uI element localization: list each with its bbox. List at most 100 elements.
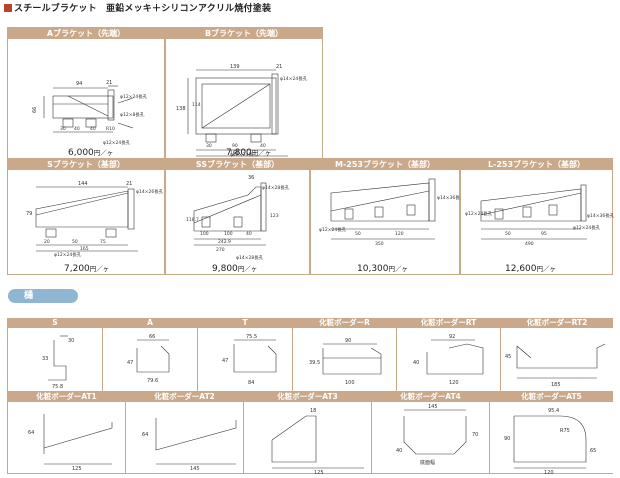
dim: 95.4 [548,408,559,414]
dim-b-hole2: φ12×24長孔 [230,151,258,158]
bracket-l-drawing: φ14×36長孔 φ12×24長孔 φ12×24長孔 50 95 490 [465,184,615,247]
dim-l-b1: 50 [505,231,511,237]
gutter-name: 化粧ボーダーAT5 [490,392,613,402]
dim-b-b3: 40 [260,143,266,149]
dim-l-hole1: φ14×36長孔 [587,212,615,219]
bracket-b-drawing: 139 21 138 114 φ14×24長孔 φ12×24長孔 30 90 4… [176,64,308,158]
dim-ss-bw: 242.9 [218,239,231,245]
dim-l-b2: 95 [541,231,547,237]
dim: 75.5 [246,334,257,340]
dim-a-top: 21 [106,80,112,86]
dim: 64 [28,430,34,436]
gutter-cell-a: A 66 47 79.6 [102,318,197,392]
dim: 47 [127,360,133,366]
dim: 185 [551,382,561,388]
bracket-m-drawing: φ14×36長孔 φ12×24長孔 50 120 350 [319,178,465,247]
bracket-card-m: M-253ブラケット（基部） φ14×36長孔 φ12×24長孔 50 120 … [310,158,465,275]
dim-a-height: 66 [32,107,38,113]
dim-m-hole1: φ14×36長孔 [437,194,465,201]
dim-s-height: 79 [26,211,32,217]
price-label: 12,600円／ヶ [505,264,556,274]
price-label: 7,800円／ヶ [226,148,272,158]
title-marker [4,4,12,12]
bracket-a-drawing: 94 21 66 φ12×24長孔 φ12×8長孔 R10 φ12×24長孔 3… [32,80,148,146]
dim-s-hole2: φ12×24長孔 [54,251,82,258]
dim-b-top: 21 [276,64,282,70]
gutter-cell-at5: 化粧ボーダーAT5 95.4 R75 120 90 65 [489,392,613,476]
dim-b-b2: 90 [232,143,238,149]
dim-ss-hole2: φ14×28長孔 [236,254,264,261]
dim: 底面幅 [420,459,435,466]
dim: 90 [504,436,510,442]
bracket-card-ss: SSブラケット（基部） 36 φ14×28長孔 118.7 123 100 10… [165,158,310,275]
bracket-header: Sブラケット（基部） [8,159,164,170]
gutter-name: 化粧ボーダーAT2 [126,392,243,402]
dim: 66 [149,334,155,340]
gutter-name: 化粧ボーダーAT3 [244,392,371,402]
gutter-r-drawing: 90 39.5 100 [309,338,382,386]
price-label: 6,000円／ヶ [68,148,114,158]
dim-l-hole2: φ12×24長孔 [465,210,493,217]
gutter-name: 化粧ボーダーAT4 [372,392,489,402]
dim-m-hole2: φ12×24長孔 [319,226,347,233]
dim-s-b3: 75 [100,239,106,245]
gutter-at5-drawing: 95.4 R75 120 90 65 [504,408,596,476]
bracket-header: M-253ブラケット（基部） [311,159,459,170]
dim-s-top: 21 [126,181,132,187]
dim-a-b2: 40 [74,126,80,132]
gutter-name: 化粧ボーダーAT1 [8,392,125,402]
gutter-cell-at2: 化粧ボーダーAT2 64 145 [125,392,243,474]
dim: 30 [68,338,74,344]
dim: 125 [314,470,324,476]
dim: 125 [72,466,82,472]
gutter-s-drawing: 30 33 75.8 [42,335,74,390]
dim-s-hole1: φ14×26長孔 [136,188,164,195]
dim-ss-bw2: 270 [216,247,225,253]
dim: 39.5 [309,360,320,366]
dim-s-b2: 50 [72,239,78,245]
gutter-name: A [103,318,197,328]
price-label: 9,800円／ヶ [212,264,258,274]
dim-ss-b1: 100 [200,231,209,237]
dim-b-height: 138 [176,106,186,112]
gutter-cell-t: T 75.5 47 84 [197,318,292,392]
dim-b-width: 139 [230,64,240,70]
dim: 45 [505,354,511,360]
dim-b-height2: 114 [192,102,201,108]
gutter-cell-at4: 化粧ボーダーAT4 145 40 70 底面幅 [371,392,489,474]
dim: 100 [345,380,355,386]
dim-m-bw: 350 [375,241,384,247]
bracket-header: Aブラケット（先端） [8,28,164,39]
dim: 84 [248,380,254,386]
gutter-cell-rt: 化粧ボーダーRT 92 40 120 [396,318,500,392]
dim-a-hole1: φ12×24長孔 [120,93,148,100]
dim-b-hole1: φ14×24長孔 [280,75,308,82]
dim: 64 [142,432,148,438]
dim: 120 [449,380,459,386]
gutter-cell-r: 化粧ボーダーR 90 39.5 100 [292,318,396,392]
gutter-name: 化粧ボーダーRT [397,318,500,328]
bracket-s-drawing: 144 21 79 φ14×26長孔 φ12×24長孔 20 50 75 165 [26,181,164,258]
dim: 40 [413,360,419,366]
bracket-header: Bブラケット（先端） [166,28,322,39]
dim: 90 [345,338,351,344]
dim-m-b1: 50 [355,231,361,237]
gutter-name: S [8,318,102,328]
dim: 75.8 [52,384,63,390]
gutter-cell-at3: 化粧ボーダーAT3 18 125 [243,392,371,476]
dim-b-bw: 160 [230,150,239,156]
dim-s-width: 144 [78,181,88,187]
bracket-ss-drawing: 36 φ14×28長孔 118.7 123 100 100 40 242.9 2… [186,175,290,261]
gutter-name: 化粧ボーダーR [293,318,396,328]
section-label-gutter: 樋 [8,289,78,303]
gutter-cell-at1: 化粧ボーダーAT1 64 125 [7,392,125,474]
bracket-header: SSブラケット（基部） [166,159,309,170]
dim: 145 [190,466,200,472]
gutter-at3-drawing: 18 125 [271,408,364,476]
dim-l-bw: 490 [525,241,534,247]
dim-b-b1: 30 [206,143,212,149]
dim: 120 [544,470,554,476]
dim: 145 [428,404,438,410]
gutter-cell-rt2: 化粧ボーダーRT2 45 185 [500,318,613,392]
dim: 79.6 [147,378,158,384]
